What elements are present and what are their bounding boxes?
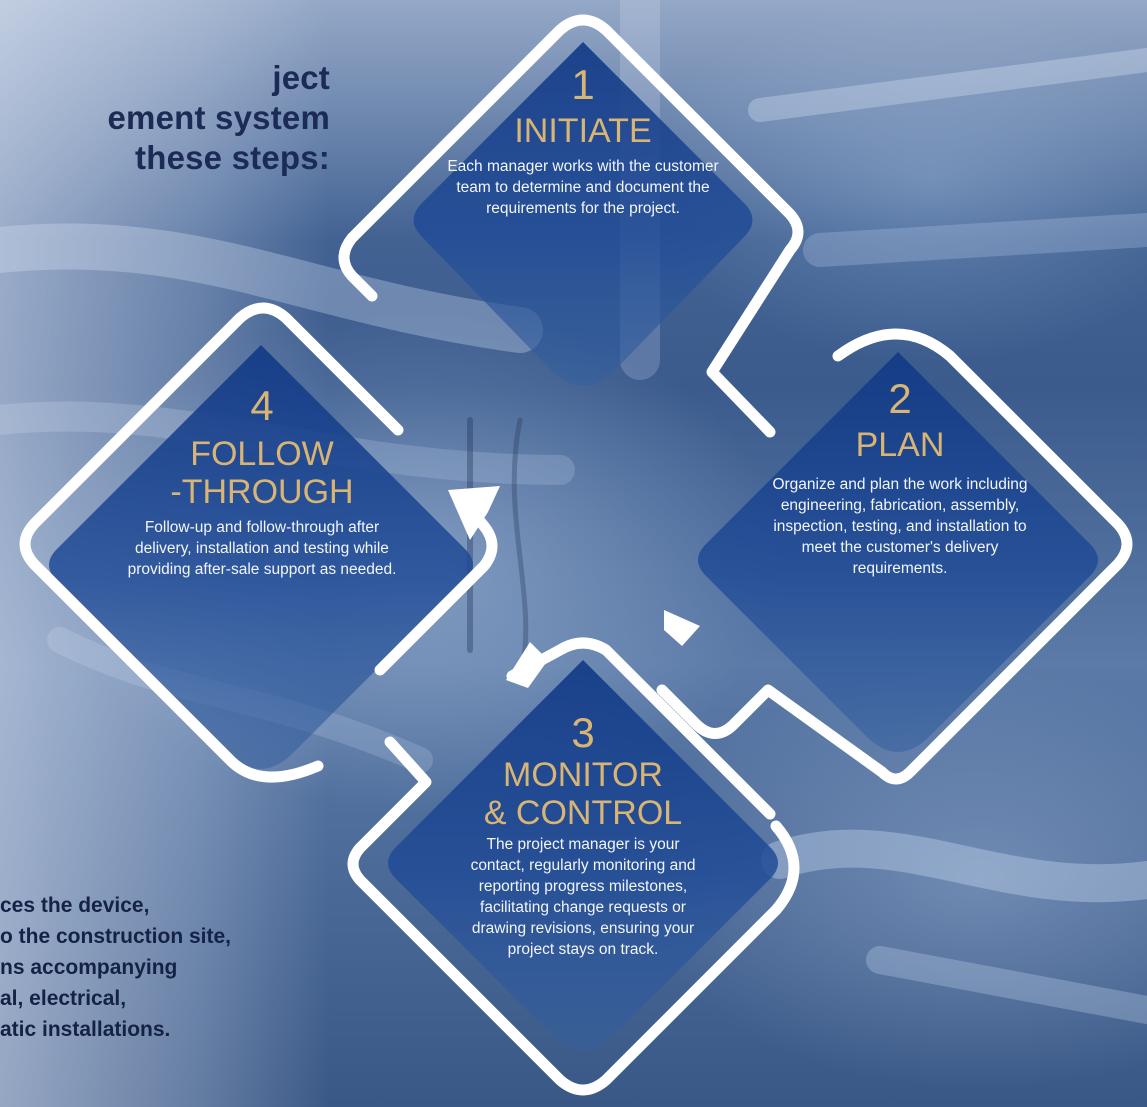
- step-3-number: 3: [571, 709, 595, 756]
- step-1-number: 1: [571, 61, 595, 108]
- intro-headline: ject ement system these steps:: [107, 59, 330, 176]
- step-3-outline-b: [347, 736, 800, 1096]
- arrow-head-to-step-4: [448, 486, 500, 540]
- step-1-description: Each manager works with the customer tea…: [447, 158, 719, 217]
- step-2-card: 2 PLAN Organize and plan the work includ…: [700, 376, 1100, 579]
- step-2-description: Organize and plan the work including eng…: [772, 476, 1028, 577]
- step-2-outline: [656, 328, 1133, 785]
- step-3-card: 3 MONITOR & CONTROL The project manager …: [383, 710, 783, 960]
- step-3-title: MONITOR & CONTROL: [483, 756, 683, 832]
- step-1-outline: [338, 14, 804, 438]
- closing-statement: ces the device, o the construction site,…: [0, 894, 232, 1041]
- step-2-title: PLAN: [855, 426, 945, 464]
- step-3-diamond: [388, 660, 778, 1050]
- step-4-diamond: [49, 345, 473, 769]
- step-4-number: 4: [250, 382, 274, 429]
- step-4-card: 4 FOLLOW -THROUGH Follow-up and follow-t…: [62, 383, 462, 580]
- step-4-title: FOLLOW -THROUGH: [170, 435, 354, 511]
- step-1-diamond: [413, 42, 753, 386]
- arrow-head-to-step-2: [664, 610, 700, 646]
- step-1-title: INITIATE: [514, 112, 652, 150]
- step-2-diamond: [698, 352, 1098, 752]
- step-3-outline: [506, 637, 776, 820]
- step-4-outline-b: [374, 494, 498, 676]
- step-3-description: The project manager is your contact, reg…: [470, 836, 696, 958]
- step-1-card: 1 INITIATE Each manager works with the c…: [383, 62, 783, 219]
- arrow-head-to-step-3: [506, 642, 548, 688]
- step-4-outline: [19, 302, 404, 783]
- step-2-number: 2: [888, 375, 912, 422]
- step-4-description: Follow-up and follow-through after deliv…: [127, 519, 397, 578]
